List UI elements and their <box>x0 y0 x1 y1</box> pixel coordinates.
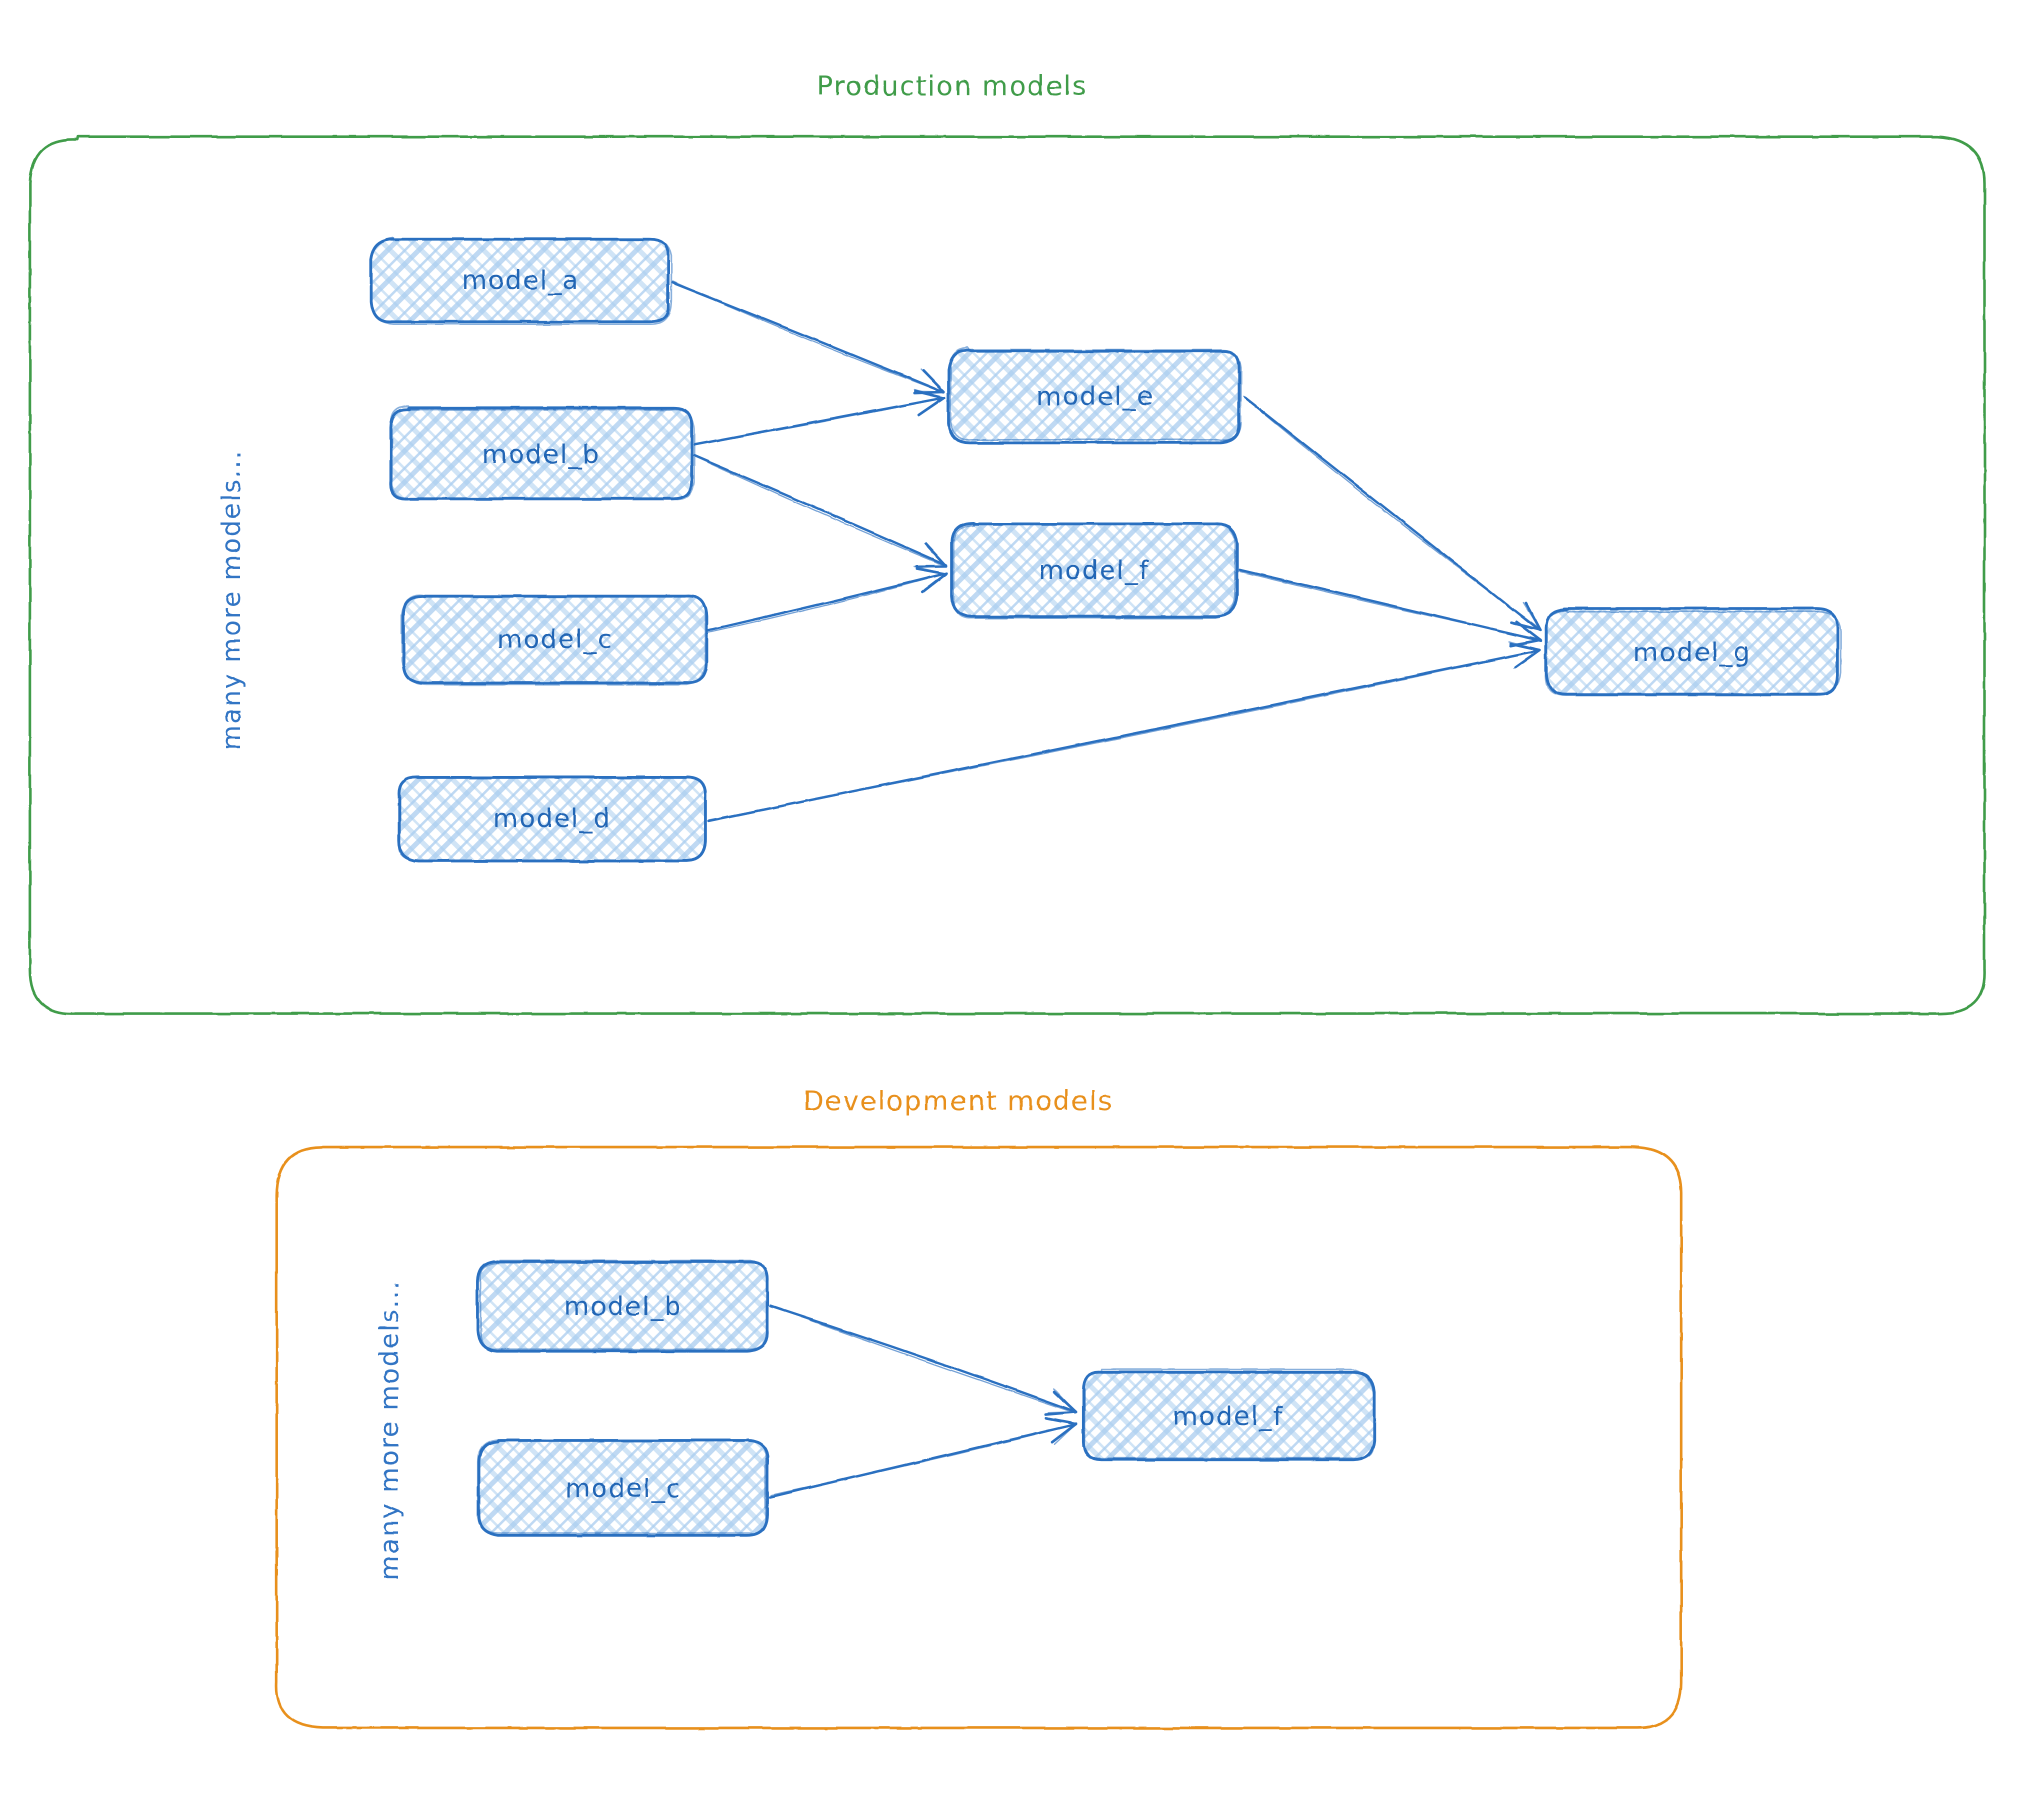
node-border-sketch-prod_model_f <box>952 522 1237 619</box>
node-fill-dev_model_f <box>1083 1372 1375 1460</box>
edge-dev_model_b-to-dev_model_f <box>769 1304 1078 1416</box>
node-fill-prod_model_b <box>390 407 692 500</box>
edge-line <box>708 649 1541 821</box>
node-border-sketch-prod_model_a <box>370 236 673 326</box>
edge-arrowhead-sketch <box>1508 640 1541 670</box>
edge-prod_model_d-to-prod_model_g <box>707 640 1542 823</box>
edge-prod_model_b-to-prod_model_f <box>693 454 948 569</box>
node-border-sketch-dev_model_c <box>476 1439 767 1535</box>
node-border-sketch-prod_model_e <box>949 346 1242 442</box>
edge-arrowhead-sketch <box>912 565 947 591</box>
edge-line <box>769 1305 1077 1413</box>
node-border-prod_model_f <box>950 522 1239 619</box>
node-label-prod_model_f: model_f <box>1039 556 1150 586</box>
edge-prod_model_b-to-prod_model_e <box>693 388 946 447</box>
node-label-dev_model_c: model_c <box>565 1474 681 1504</box>
side-label-development: many more models... <box>375 1279 405 1580</box>
group-containers <box>28 135 1986 1730</box>
node-prod_model_f[interactable]: model_f <box>950 522 1239 619</box>
edge-line <box>1243 396 1541 630</box>
node-fill-dev_model_c <box>478 1440 768 1536</box>
group-title-production: Production models <box>817 71 1088 102</box>
node-label-prod_model_e: model_e <box>1036 382 1154 412</box>
node-prod_model_d[interactable]: model_d <box>397 775 707 863</box>
node-fill-prod_model_c <box>403 595 707 684</box>
edge-arrowhead-sketch <box>1045 1417 1077 1445</box>
group-production <box>28 135 1986 1015</box>
node-dev_model_f[interactable]: model_f <box>1081 1368 1376 1462</box>
edge-line <box>1239 570 1542 641</box>
labels-layer: Production models many more models... Deve… <box>217 71 1113 1581</box>
side-label-production: many more models... <box>217 449 247 750</box>
node-prod_model_c[interactable]: model_c <box>400 594 709 686</box>
node-border-sketch-prod_model_d <box>398 776 707 862</box>
node-border-dev_model_b <box>476 1260 770 1353</box>
node-fill-prod_model_g <box>1546 608 1838 695</box>
edge-line <box>672 280 946 394</box>
node-prod_model_b[interactable]: model_b <box>389 405 695 501</box>
group-development <box>275 1145 1683 1730</box>
node-prod_model_e[interactable]: model_e <box>947 346 1242 445</box>
node-prod_model_a[interactable]: model_a <box>369 236 673 326</box>
edge-line <box>770 1423 1078 1496</box>
edge-line <box>706 571 948 632</box>
group-border-production <box>28 135 1986 1015</box>
nodes-layer: model_a model_b model_c model_d model_emodel… <box>369 236 1842 1537</box>
edge-arrowhead-sketch <box>916 368 945 393</box>
node-border-sketch-prod_model_b <box>390 405 695 501</box>
node-border-sketch-dev_model_b <box>479 1259 769 1351</box>
edge-prod_model_e-to-prod_model_g <box>1243 396 1542 632</box>
node-prod_model_g[interactable]: model_g <box>1544 607 1842 697</box>
edge-line <box>693 454 948 567</box>
node-dev_model_b[interactable]: model_b <box>476 1259 770 1353</box>
node-border-sketch-dev_model_f <box>1082 1368 1375 1460</box>
node-label-prod_model_c: model_c <box>497 625 613 655</box>
edge-line <box>706 573 946 634</box>
node-label-prod_model_g: model_g <box>1633 638 1751 668</box>
node-fill-prod_model_a <box>370 238 669 322</box>
node-fill-dev_model_b <box>477 1261 768 1352</box>
edge-prod_model_c-to-prod_model_f <box>706 565 948 634</box>
node-dev_model_c[interactable]: model_c <box>476 1439 769 1537</box>
edge-arrowhead-sketch <box>1512 622 1541 645</box>
group-title-development: Development models <box>803 1086 1113 1117</box>
edges-layer <box>671 280 1543 1499</box>
edge-line <box>694 397 945 446</box>
node-fill-prod_model_f <box>951 523 1238 617</box>
node-fill-prod_model_e <box>948 350 1240 443</box>
node-label-prod_model_b: model_b <box>482 440 600 470</box>
node-label-prod_model_a: model_a <box>462 266 580 296</box>
edge-prod_model_a-to-prod_model_e <box>671 280 946 395</box>
node-label-prod_model_d: model_d <box>493 804 611 834</box>
node-label-dev_model_b: model_b <box>564 1292 682 1322</box>
edge-line <box>769 1304 1077 1414</box>
edge-arrowhead-sketch <box>1048 1387 1077 1414</box>
group-border-development <box>275 1145 1683 1730</box>
edge-arrowhead-sketch <box>916 545 947 569</box>
node-fill-prod_model_d <box>399 776 706 861</box>
edge-arrowhead-sketch <box>913 388 945 414</box>
edge-line <box>693 455 946 567</box>
node-border-sketch-prod_model_c <box>400 594 707 686</box>
node-label-dev_model_f: model_f <box>1173 1402 1284 1432</box>
edge-prod_model_f-to-prod_model_g <box>1238 568 1543 647</box>
edge-dev_model_c-to-dev_model_f <box>768 1417 1078 1499</box>
node-border-sketch-prod_model_g <box>1544 609 1842 697</box>
node-border-dev_model_c <box>477 1439 769 1537</box>
